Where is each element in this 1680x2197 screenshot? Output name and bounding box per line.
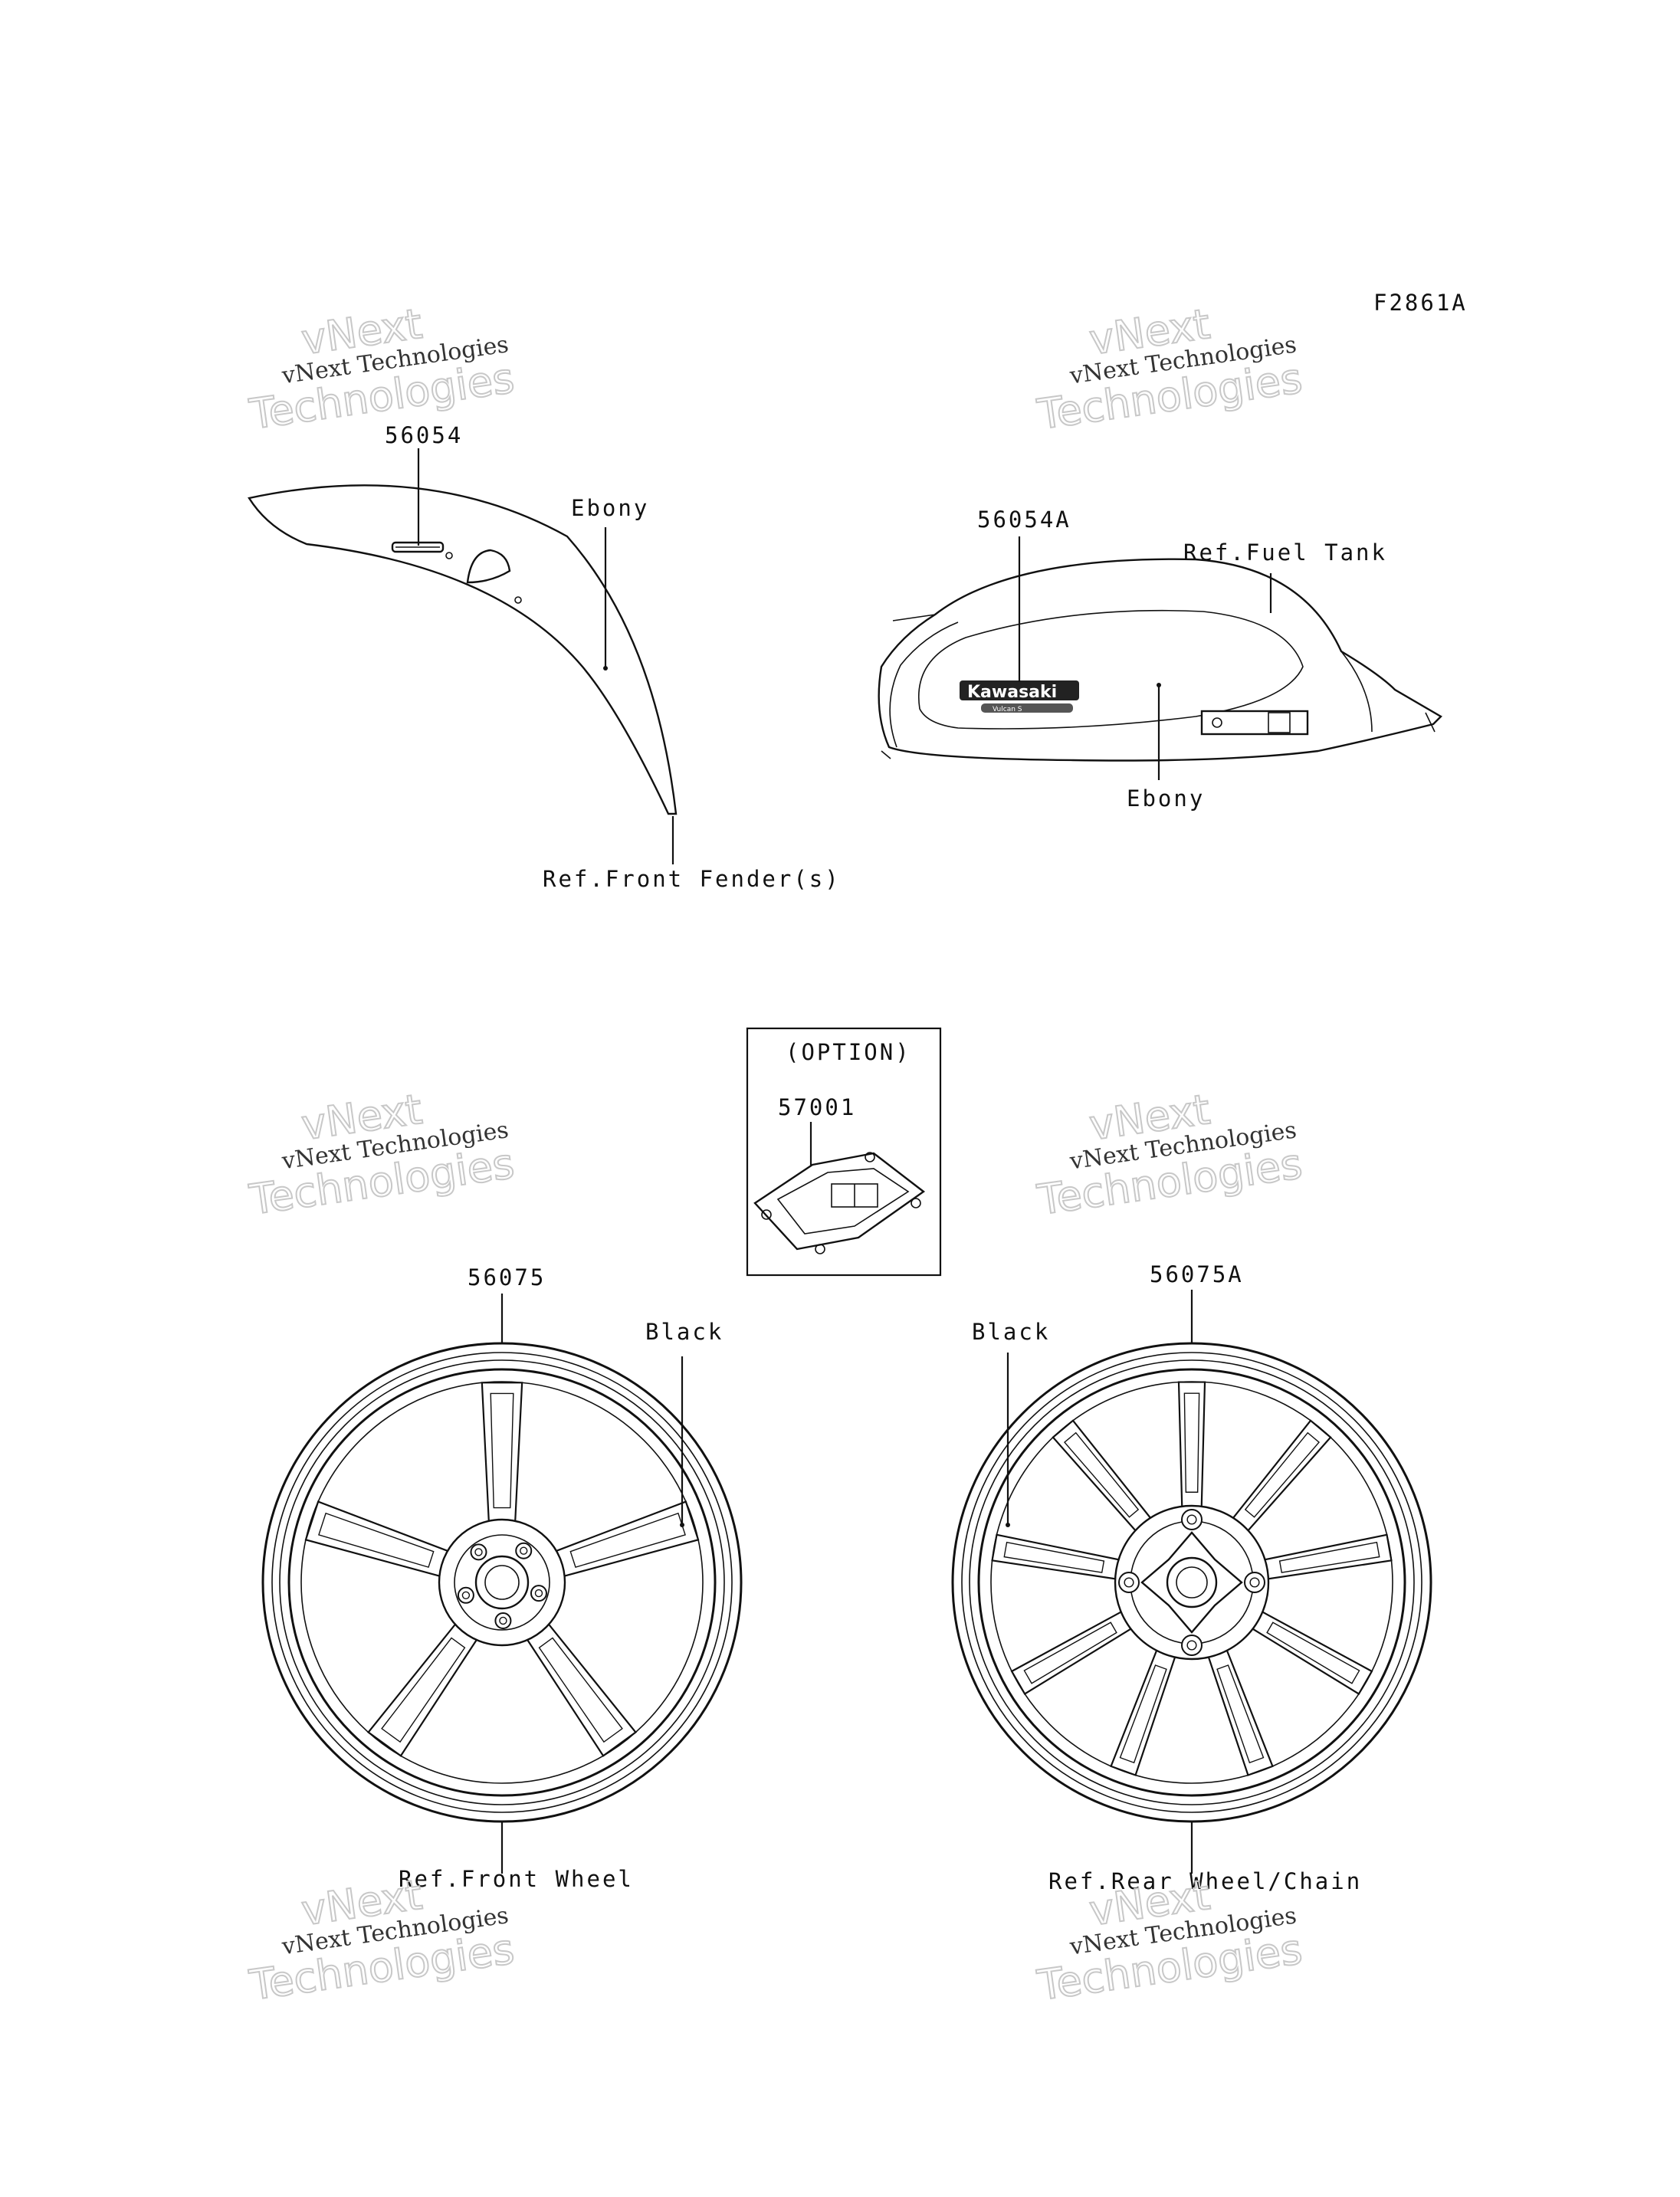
hub-bolt-center (1124, 1577, 1134, 1588)
wheel-spoke (481, 1382, 523, 1525)
fuel-tank: Kawasaki Vulcan S (878, 558, 1442, 762)
wheel-spoke (1231, 1419, 1332, 1533)
watermark-top-right: vNext vNext Technologies Technologies (1033, 299, 1305, 440)
watermark-mid-right: vNext vNext Technologies Technologies (1033, 1084, 1305, 1225)
rear-wheel (951, 1342, 1432, 1823)
hub-bolt-center (534, 1589, 543, 1598)
hub-bolt-center (461, 1591, 471, 1599)
hub-bolt (494, 1612, 512, 1629)
rear-wheel-ref-label: Ref.Rear Wheel/Chain (1048, 1868, 1362, 1894)
wheel-spoke-inner (1216, 1664, 1265, 1764)
rear-wheel-color-label: Black (972, 1319, 1050, 1345)
watermark-top-left: vNext vNext Technologies Technologies (245, 299, 517, 440)
watermark-mid-left: vNext vNext Technologies Technologies (245, 1084, 517, 1225)
wheel-spoke (1052, 1419, 1153, 1533)
wheel-spoke (367, 1621, 480, 1757)
option-part-label: 57001 (778, 1094, 856, 1120)
tank-part-label: 56054A (977, 507, 1071, 533)
tank-vulcan-decal (981, 703, 1073, 713)
hub-bolt (1118, 1572, 1140, 1593)
option-tool-part (753, 1152, 926, 1254)
wheel-spoke-inner (1003, 1541, 1105, 1573)
option-title: (OPTION) (786, 1039, 911, 1065)
fender-part-label: 56054 (385, 422, 463, 448)
hub-bolt (1181, 1635, 1203, 1656)
hub-bolt-center (499, 1616, 507, 1625)
wheel-spoke-inner (318, 1512, 435, 1568)
tank-color-label: Ebony (1127, 785, 1205, 812)
tank-kawasaki-decal (960, 680, 1079, 700)
wheel-spoke-inner (381, 1637, 466, 1743)
wheel-spoke-inner (1119, 1664, 1167, 1764)
tank-logo-text: Kawasaki (967, 683, 1057, 702)
wheel-spoke-inner (490, 1392, 514, 1509)
wheel-spoke (1250, 1610, 1373, 1695)
wheel-spoke-inner (538, 1637, 623, 1743)
hub-bolt-center (1249, 1577, 1260, 1588)
hub-bolt-center (1186, 1640, 1197, 1651)
option-box (746, 1027, 942, 1277)
figure-code: F2861A (1373, 290, 1468, 316)
hub-bolt (1181, 1509, 1203, 1530)
front-wheel-color-label: Black (645, 1319, 724, 1345)
front-wheel (261, 1342, 743, 1823)
hub-bolt (470, 1543, 487, 1561)
wheel-spoke (524, 1621, 637, 1757)
svg-text:Vulcan S: Vulcan S (993, 706, 1022, 713)
wheel-spoke-inner (1063, 1431, 1140, 1518)
front-wheel-part-label: 56075 (468, 1264, 546, 1290)
wheel-spoke (1177, 1381, 1206, 1509)
wheel-spoke-inner (1244, 1431, 1321, 1518)
wheel-spoke-inner (1278, 1541, 1380, 1573)
wheel-spoke-inner (1266, 1622, 1360, 1684)
tank-ref-label: Ref.Fuel Tank (1183, 539, 1387, 566)
hub-bolt (457, 1586, 474, 1604)
hub-bolt (515, 1542, 533, 1559)
fender-ref-label: Ref.Front Fender(s) (543, 866, 841, 892)
front-fender (248, 484, 678, 815)
rear-wheel-part-label: 56075A (1150, 1261, 1244, 1287)
hub-bolt-center (1186, 1514, 1197, 1525)
hub-bolt-center (520, 1546, 528, 1555)
wheel-spoke-inner (1023, 1622, 1117, 1684)
fender-color-label: Ebony (571, 495, 649, 521)
wheel-spoke-inner (1183, 1392, 1200, 1493)
front-wheel-ref-label: Ref.Front Wheel (399, 1866, 634, 1892)
wheel-spoke-inner (569, 1512, 686, 1568)
hub-bolt-center (474, 1548, 483, 1556)
wheel-spoke (1010, 1610, 1134, 1695)
hub-bolt (530, 1585, 547, 1602)
hub-bolt (1244, 1572, 1265, 1593)
